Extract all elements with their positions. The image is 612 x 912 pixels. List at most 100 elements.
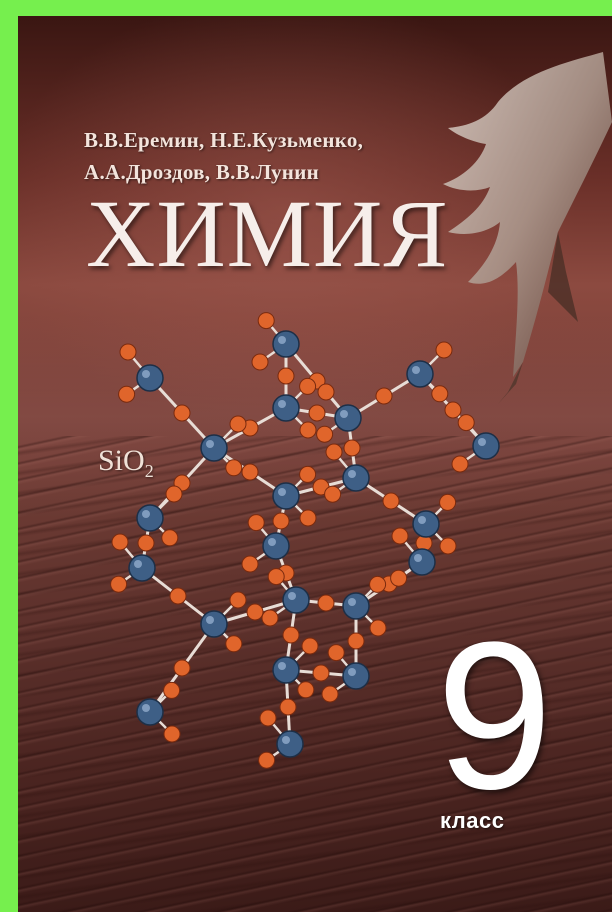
formula-subscript: 2 [144, 461, 154, 481]
oxygen-atom [382, 492, 400, 510]
atom-highlight [278, 488, 286, 496]
atom-highlight [206, 440, 214, 448]
oxygen-atom [316, 425, 334, 443]
atom-highlight [268, 538, 276, 546]
oxygen-atom [317, 383, 335, 401]
oxygen-atom [369, 619, 387, 637]
oxygen-atom [390, 569, 408, 587]
oxygen-atom [272, 512, 290, 530]
oxygen-atom [241, 555, 259, 573]
oxygen-atom [282, 626, 300, 644]
atom-highlight [142, 704, 150, 712]
silicon-atom [406, 360, 434, 388]
silicon-atom [136, 504, 164, 532]
atom-highlight [278, 336, 286, 344]
oxygen-atom [111, 533, 129, 551]
atom-highlight [340, 410, 348, 418]
silicon-atom [128, 554, 156, 582]
oxygen-atom [225, 635, 243, 653]
atom-highlight [348, 598, 356, 606]
oxygen-atom [161, 529, 179, 547]
oxygen-atom [299, 465, 317, 483]
authors: В.В.Еремин, Н.Е.Кузьменко, А.А.Дроздов, … [84, 124, 363, 188]
silicon-atom [342, 592, 370, 620]
oxygen-atom [347, 632, 365, 650]
oxygen-atom [173, 659, 191, 677]
book-cover: В.В.Еремин, Н.Е.Кузьменко, А.А.Дроздов, … [18, 16, 612, 912]
oxygen-atom [259, 709, 277, 727]
oxygen-atom [229, 591, 247, 609]
oxygen-atom [225, 459, 243, 477]
oxygen-atom [169, 587, 187, 605]
oxygen-atom [119, 343, 137, 361]
oxygen-atom [163, 681, 181, 699]
oxygen-atom [327, 644, 345, 662]
oxygen-atom [246, 603, 264, 621]
silicon-atom [472, 432, 500, 460]
oxygen-atom [173, 404, 191, 422]
atom-highlight [348, 668, 356, 676]
oxygen-atom [297, 681, 315, 699]
oxygen-atom [325, 443, 343, 461]
oxygen-atom [312, 664, 330, 682]
oxygen-atom [110, 575, 128, 593]
silicon-atom [408, 548, 436, 576]
grade-number: 9 [436, 598, 553, 833]
silicon-atom [136, 698, 164, 726]
silicon-atom [276, 730, 304, 758]
oxygen-atom [299, 377, 317, 395]
oxygen-atom [451, 455, 469, 473]
oxygen-atom [267, 568, 285, 586]
silicon-atom [262, 532, 290, 560]
atom-highlight [418, 516, 426, 524]
oxygen-atom [308, 404, 326, 422]
silicon-atom [200, 434, 228, 462]
oxygen-atom [261, 609, 279, 627]
atom-highlight [478, 438, 486, 446]
oxygen-atom [251, 353, 269, 371]
silicon-atom [136, 364, 164, 392]
oxygen-atom [277, 367, 295, 385]
silicon-atom [272, 394, 300, 422]
formula-main: SiO [98, 444, 145, 477]
atom-highlight [288, 592, 296, 600]
oxygen-atom [317, 594, 335, 612]
silicon-atom [412, 510, 440, 538]
atom-highlight [142, 510, 150, 518]
hand-sculpture-image [443, 52, 612, 404]
oxygen-atom [241, 463, 259, 481]
silicon-atom [282, 586, 310, 614]
oxygen-atom [439, 537, 457, 555]
silicon-atom [342, 662, 370, 690]
oxygen-atom [257, 312, 275, 330]
oxygen-atom [118, 385, 136, 403]
atom-highlight [282, 736, 290, 744]
atom-highlight [134, 560, 142, 568]
grade-label: класс [440, 808, 505, 833]
book-title: ХИМИЯ [86, 180, 449, 287]
oxygen-atom [301, 637, 319, 655]
atom-highlight [278, 400, 286, 408]
oxygen-atom [431, 385, 449, 403]
oxygen-atom [299, 421, 317, 439]
oxygen-atom [435, 341, 453, 359]
oxygen-atom [299, 509, 317, 527]
oxygen-atom [369, 575, 387, 593]
oxygen-atom [321, 685, 339, 703]
oxygen-atom [165, 485, 183, 503]
authors-line-1: В.В.Еремин, Н.Е.Кузьменко, [84, 128, 364, 152]
oxygen-atom [439, 493, 457, 511]
authors-line-2: А.А.Дроздов, В.В.Лунин [84, 160, 319, 184]
oxygen-atom [163, 725, 181, 743]
atom-highlight [412, 366, 420, 374]
silicon-atom [272, 656, 300, 684]
oxygen-atom [457, 414, 475, 432]
oxygen-atom [258, 751, 276, 769]
oxygen-atom [391, 527, 409, 545]
silicon-atom [272, 482, 300, 510]
chemical-formula: SiO2 [98, 444, 154, 482]
atom-highlight [348, 470, 356, 478]
atom-highlight [206, 616, 214, 624]
oxygen-atom [343, 439, 361, 457]
